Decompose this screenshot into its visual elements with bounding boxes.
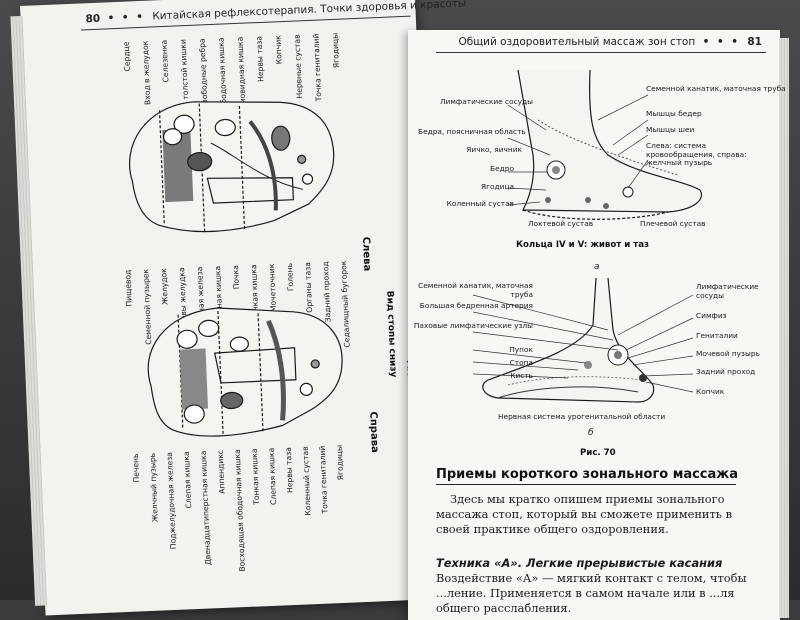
right-running-header: Общий оздоровительный массаж зон стоп • … xyxy=(459,36,763,48)
label-elbow: Локтевой сустав xyxy=(528,219,594,228)
technique-block: Техника «А». Легкие прерывистые касания … xyxy=(436,556,768,616)
label-urogenital-nerves: Нервная система урогенитальной области xyxy=(498,412,666,421)
label-anus: Задний проход xyxy=(696,367,756,376)
fig-a-caption: Кольца IV и V: живот и таз xyxy=(516,240,650,250)
label-navel: Пупок xyxy=(509,345,533,354)
side-foot-diagram-a xyxy=(507,69,702,220)
label-lymph-vessels: Лимфатические сосуды xyxy=(440,97,533,106)
label-neck-muscles: Мышцы шеи xyxy=(646,125,695,134)
left-page-number: 80 xyxy=(85,12,101,26)
label-spermatic-cord: Семенной канатик, маточная труба xyxy=(646,84,786,93)
label-thigh: Бедро xyxy=(490,164,514,173)
right-foot-sole xyxy=(147,307,343,437)
technique-name: Техника «А». Легкие прерывистые касания xyxy=(436,556,723,570)
label-testis-ovary: Яичко, яичник xyxy=(466,145,522,154)
label-buttock: Ягодица xyxy=(480,182,514,191)
label-lymph-vessels-b: Лимфатические сосуды xyxy=(696,282,759,300)
label-circulation: Слева: система кровообращения, справа: ж… xyxy=(646,141,747,168)
top-label-2: Селезенка xyxy=(159,39,171,83)
label-foot: Стопа xyxy=(509,358,533,367)
side-foot-diagram-b xyxy=(472,277,694,403)
figure-caption: Вид стопы снизу xyxy=(384,290,398,378)
right-header-rule xyxy=(436,52,766,53)
fig-a-letter: а xyxy=(594,262,600,272)
right-page: Общий оздоровительный массаж зон стоп • … xyxy=(408,30,789,620)
paragraph-text: Здесь мы кратко опишем приемы зонального… xyxy=(436,492,733,536)
technique-text: Воздействие «А» — мягкий контакт с телом… xyxy=(436,571,747,615)
label-femoral-artery: Большая бедренная артерия xyxy=(419,301,533,310)
top-label-11: Ягодицы xyxy=(330,32,341,69)
fig-b-letter: б xyxy=(588,428,594,438)
figure-number: Рис. 70 xyxy=(580,448,616,458)
right-foot-label: Справа xyxy=(367,411,381,454)
label-coccyx: Копчик xyxy=(696,387,725,396)
top-label-7: Нервы таза xyxy=(254,35,266,83)
label-shoulder: Плечевой сустав xyxy=(640,219,706,228)
right-page-number: 81 xyxy=(747,36,762,48)
section-rule xyxy=(436,484,736,485)
label-hips-lumbar: Бедра, поясничная область xyxy=(418,127,526,136)
header-dots: • • • xyxy=(702,36,741,48)
label-knee: Коленный сустав xyxy=(446,199,514,208)
top-label-0: Сердце xyxy=(121,41,132,72)
label-thigh-muscles: Мышцы бедер xyxy=(646,109,702,118)
header-dots: • • • xyxy=(107,10,146,25)
label-hand: Кисть xyxy=(510,371,533,380)
label-spermatic-cord-b: Семенной канатик, маточная труба xyxy=(418,281,533,299)
left-foot-sole xyxy=(128,101,335,233)
label-genitals: Гениталии xyxy=(696,331,738,340)
soles-diagram xyxy=(128,101,343,437)
section-title: Приемы короткого зонального массажа xyxy=(436,467,738,482)
right-running-title: Общий оздоровительный массаж зон стоп xyxy=(458,36,696,48)
label-inguinal-nodes: Паховые лимфатические узлы xyxy=(413,321,533,330)
page-stack-edge xyxy=(779,38,789,618)
top-label-8: Копчик xyxy=(273,35,284,65)
left-foot-label: Слева xyxy=(359,236,373,272)
label-symphysis: Симфиз xyxy=(696,311,727,320)
body-paragraph: Здесь мы кратко опишем приемы зонального… xyxy=(436,492,766,537)
label-bladder: Мочевой пузырь xyxy=(696,349,760,358)
left-page: 80 • • • Китайская рефлексотерапия. Точк… xyxy=(10,0,466,616)
